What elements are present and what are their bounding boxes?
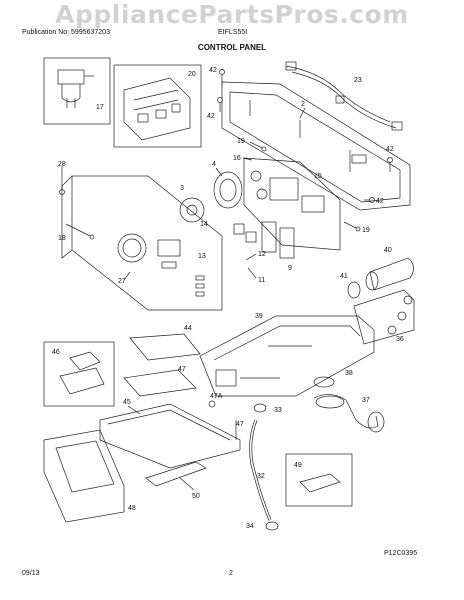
inset-20-control-board: 20 <box>113 64 202 148</box>
section-title: CONTROL PANEL <box>197 43 267 52</box>
callout-42-d: 42 <box>376 198 384 205</box>
publication-number: Publication No: 5995637203 <box>22 29 110 36</box>
callout-39: 39 <box>255 313 263 320</box>
callout-44: 44 <box>184 325 192 332</box>
callout-42-c: 42 <box>386 146 394 153</box>
siphon-50: 50 <box>145 461 207 500</box>
seal-bellows-37-38: 38 37 <box>313 370 385 433</box>
callout-47-b: 47 <box>236 421 244 428</box>
callout-4: 4 <box>212 161 216 168</box>
model-number: EIFLS55I <box>218 29 248 36</box>
screws-42: 42 42 42 42 <box>207 67 394 205</box>
watermark: AppliancePartsPros.com <box>55 0 409 29</box>
inlet-valve-36: 36 <box>353 289 415 345</box>
callout-37: 37 <box>362 397 370 404</box>
callout-14: 14 <box>200 221 208 228</box>
callout-50: 50 <box>192 493 200 500</box>
callout-47: 47 <box>178 366 186 373</box>
footer-date: 09/13 <box>22 570 40 577</box>
callout-32: 32 <box>257 473 265 480</box>
inset-17-pressure-switch: 17 <box>43 57 111 125</box>
callout-41: 41 <box>340 273 348 280</box>
callout-36: 36 <box>396 336 404 343</box>
callout-33: 33 <box>274 407 282 414</box>
callout-18: 18 <box>58 235 66 242</box>
figure-code: P12C0395 <box>384 550 418 557</box>
screws-28-18: 28 18 <box>58 161 95 242</box>
callout-19-a: 19 <box>237 138 245 145</box>
callout-34: 34 <box>246 523 254 530</box>
callout-11: 11 <box>258 277 265 284</box>
inset-46-detergent-cup: 46 <box>43 341 115 407</box>
page-number: 2 <box>229 570 233 577</box>
hose-40-41: 40 41 <box>340 247 414 299</box>
callout-20: 20 <box>188 71 196 78</box>
callout-2: 2 <box>301 101 305 108</box>
callout-3: 3 <box>180 185 184 192</box>
callout-17: 17 <box>96 104 104 111</box>
callout-12: 12 <box>258 251 266 258</box>
callout-16: 16 <box>233 155 241 162</box>
callout-27: 27 <box>118 278 126 285</box>
callout-40: 40 <box>384 247 392 254</box>
drawer-front-48: 48 <box>43 429 136 523</box>
wire-harness-23: 23 <box>285 61 403 131</box>
hose-32-33-34: 33 32 34 <box>246 403 282 531</box>
inset-49-insert: 49 <box>285 453 353 507</box>
callout-49: 49 <box>294 462 302 469</box>
callout-9: 9 <box>288 265 292 272</box>
callout-46: 46 <box>52 349 60 356</box>
callout-45: 45 <box>123 399 131 406</box>
selector-components: 4 3 14 13 12 11 9 <box>179 161 295 284</box>
callout-47a: 47A <box>210 393 223 400</box>
callout-23: 23 <box>354 77 362 84</box>
dispenser-tray: 44 45 47 47A 47 <box>99 325 244 469</box>
screws-19: 19 19 <box>237 138 370 234</box>
callout-48: 48 <box>128 505 136 512</box>
dispenser-housing-39: 39 <box>199 313 375 397</box>
control-panel-fascia: 27 <box>61 175 223 311</box>
callout-13: 13 <box>198 253 206 260</box>
callout-15: 15 <box>314 173 322 180</box>
callout-38: 38 <box>345 370 353 377</box>
main-control-board: 16 15 <box>233 155 341 251</box>
callout-42-a: 42 <box>209 67 217 74</box>
callout-42-b: 42 <box>207 113 215 120</box>
console-frame: 2 <box>221 81 411 211</box>
callout-19-b: 19 <box>362 227 370 234</box>
callout-28: 28 <box>58 161 66 168</box>
